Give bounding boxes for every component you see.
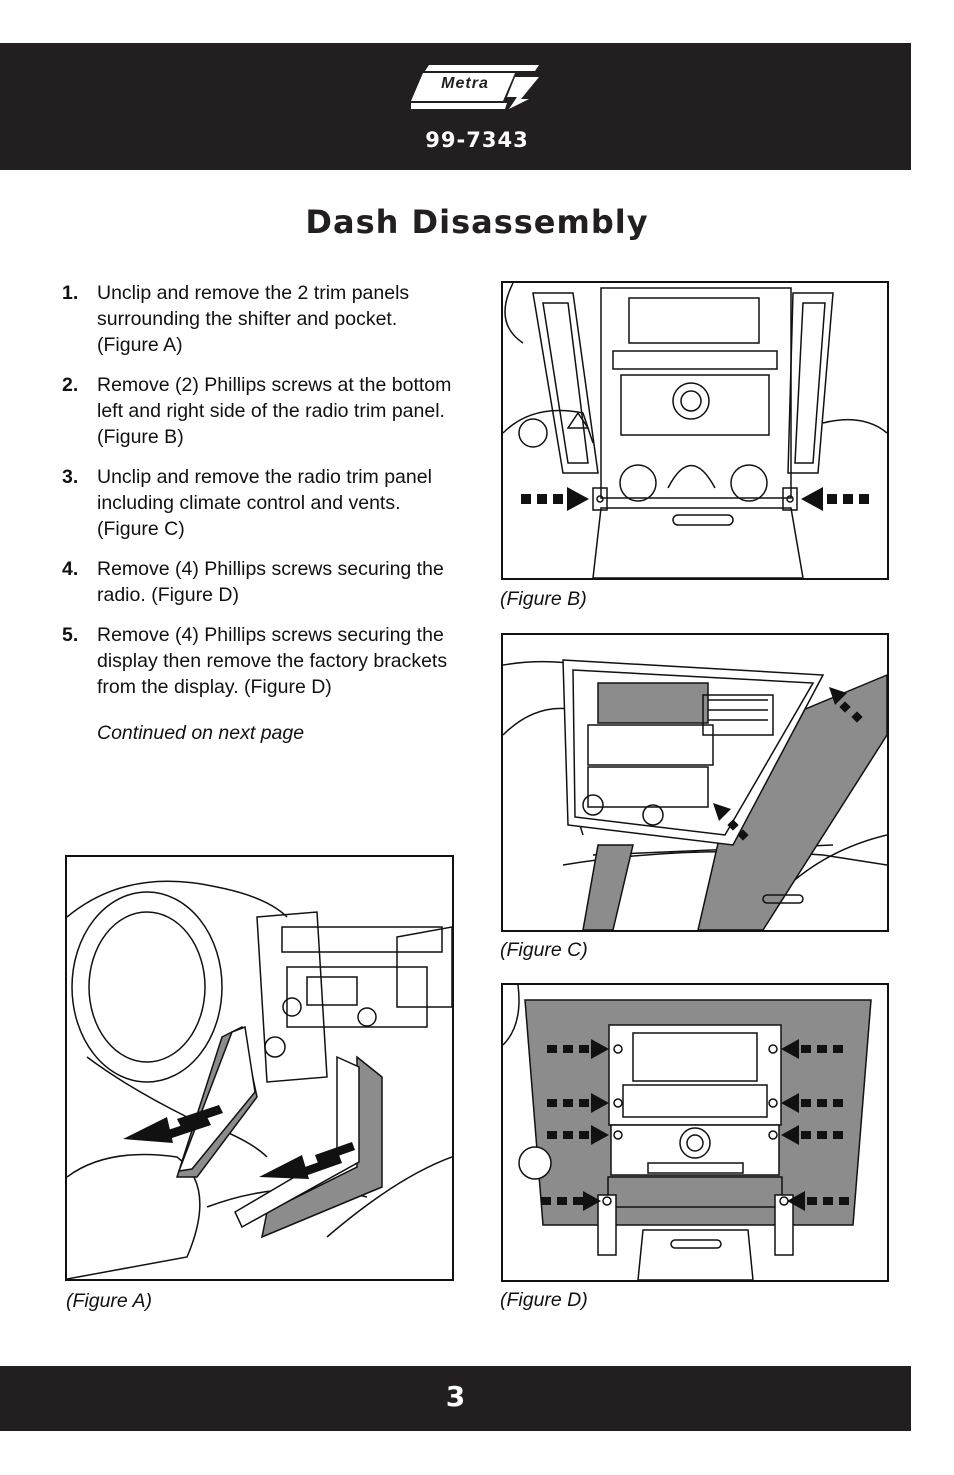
step-text: Unclip and remove the 2 trim panels surr…	[97, 282, 410, 356]
step-number: 4.	[62, 558, 79, 580]
figure-d-illustration	[501, 983, 889, 1282]
figure-d-caption: (Figure D)	[500, 1289, 588, 1311]
step-item: 1. Unclip and remove the 2 trim panels s…	[62, 280, 452, 358]
step-text: Remove (4) Phillips screws securing the …	[97, 558, 444, 606]
arrow-icon	[781, 1093, 843, 1113]
step-item: 5. Remove (4) Phillips screws securing t…	[62, 622, 452, 700]
figure-b-illustration	[501, 281, 889, 580]
step-text: Remove (2) Phillips screws at the bottom…	[97, 374, 452, 448]
step-number: 1.	[62, 282, 79, 304]
arrow-icon	[713, 803, 749, 841]
continued-note: Continued on next page	[97, 722, 305, 744]
step-text: Remove (4) Phillips screws securing the …	[97, 624, 448, 698]
arrow-icon	[541, 1191, 601, 1211]
figure-a-illustration	[65, 855, 454, 1281]
arrow-icon	[123, 1105, 223, 1143]
figure-b-caption: (Figure B)	[500, 588, 587, 610]
page-title: Dash Disassembly	[305, 203, 649, 241]
logo-text: Metra	[441, 75, 489, 92]
arrow-icon	[521, 487, 589, 511]
figure-c-illustration	[501, 633, 889, 932]
footer-band	[0, 1366, 911, 1431]
step-text: Unclip and remove the radio trim panel i…	[97, 466, 432, 540]
model-number: 99-7343	[425, 128, 529, 152]
instruction-steps: 1. Unclip and remove the 2 trim panels s…	[62, 280, 452, 714]
metra-logo: Metra	[411, 63, 541, 111]
arrow-icon	[547, 1093, 609, 1113]
step-item: 2. Remove (2) Phillips screws at the bot…	[62, 372, 452, 450]
figure-a-caption: (Figure A)	[66, 1290, 152, 1312]
step-item: 3. Unclip and remove the radio trim pane…	[62, 464, 452, 542]
arrow-icon	[259, 1142, 355, 1179]
step-number: 5.	[62, 624, 79, 646]
arrow-icon	[547, 1125, 609, 1145]
arrow-icon	[547, 1039, 609, 1059]
arrow-icon	[781, 1039, 843, 1059]
arrow-icon	[781, 1125, 843, 1145]
figure-c-caption: (Figure C)	[500, 939, 588, 961]
arrow-icon	[801, 487, 869, 511]
step-item: 4. Remove (4) Phillips screws securing t…	[62, 556, 452, 608]
arrow-icon	[787, 1191, 849, 1211]
page-number: 3	[445, 1380, 466, 1413]
step-number: 3.	[62, 466, 79, 488]
step-number: 2.	[62, 374, 79, 396]
